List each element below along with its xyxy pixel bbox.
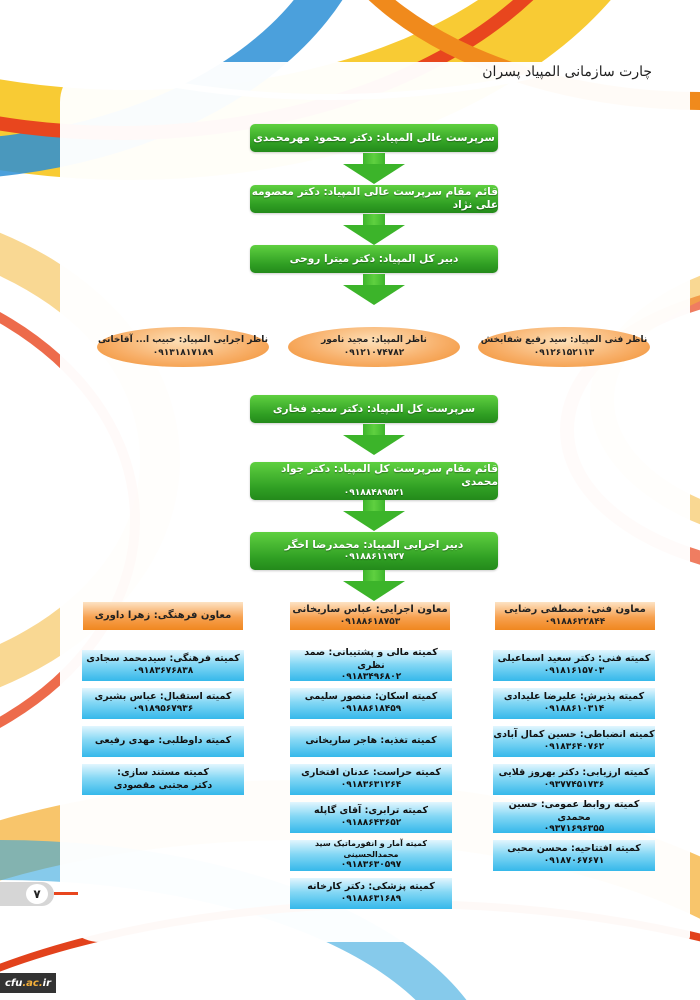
committee-phone: ۰۹۱۸۹۵۶۷۹۳۶ xyxy=(132,703,194,714)
node-label: دبیر اجرایی المپیاد: محمدرضا اخگر xyxy=(284,539,464,552)
committee-phone: ۰۹۱۸۸۶۳۱۶۸۹ xyxy=(340,893,402,904)
committee-label: کمیته فنی: دکتر سعید اسماعیلی xyxy=(497,653,651,665)
arrow-down-icon xyxy=(343,214,405,245)
committee-label: کمیته اسکان: منصور سلیمی xyxy=(304,691,438,703)
committee-box: کمیته مستند سازی:دکتر مجتبی مقصودی xyxy=(82,764,244,795)
arrow-down-icon xyxy=(343,274,405,305)
node-label: سرپرست عالی المپیاد: دکتر محمود مهرمحمدی xyxy=(253,131,495,144)
committee-person: دکتر مجتبی مقصودی xyxy=(113,779,213,791)
committee-phone: ۰۹۱۸۷۰۶۷۶۷۱ xyxy=(543,855,605,866)
arrow-down-icon xyxy=(343,424,405,455)
committee-label: کمیته پزشکی: دکتر کارخانه xyxy=(307,881,435,893)
committee-label: کمیته ترابری: آقای گاپله xyxy=(313,805,429,817)
node-executive-supervisor: ناظر اجرایی المپیاد: حبیب ا... آقاخانی ۰… xyxy=(97,327,269,367)
node-label: قائم مقام سرپرست عالی المپیاد: دکتر معصو… xyxy=(251,186,498,211)
node-cultural-deputy: معاون فرهنگی: زهرا داوری xyxy=(83,602,243,630)
committee-label: کمیته ارزیابی: دکتر بهروز قلایی xyxy=(498,767,650,779)
node-label: ناظر المپیاد: مجید نامور xyxy=(321,334,427,345)
node-deputy-general-supervisor: قائم مقام سرپرست کل المپیاد: دکتر جواد م… xyxy=(250,462,498,500)
node-label: معاون اجرایی: عباس ساریخانی xyxy=(292,604,448,616)
node-label: ناظر فنی المپیاد: سید رفیع شفابخش xyxy=(480,334,648,345)
committee-label: کمیته پذیرش: علیرضا علیدادی xyxy=(503,691,645,703)
committee-phone: ۰۹۱۸۳۴۹۶۸۰۲ xyxy=(340,672,402,682)
node-label: دبیر کل المپیاد: دکتر میترا روحی xyxy=(289,252,459,265)
node-phone: ۰۹۱۸۸۶۱۱۹۲۷ xyxy=(343,551,405,562)
node-supervisor: ناظر المپیاد: مجید نامور ۰۹۱۲۱۰۷۴۷۸۲ xyxy=(288,327,460,367)
node-deputy-high-supervisor: قائم مقام سرپرست عالی المپیاد: دکتر معصو… xyxy=(250,185,498,213)
node-phone: ۰۹۱۸۸۴۸۹۵۲۱ xyxy=(343,488,405,499)
committee-label: کمیته فرهنگی: سیدمحمد سجادی xyxy=(86,653,240,665)
committee-label: کمیته مالی و پشتیبانی: صمد نظری xyxy=(304,647,438,671)
node-label: ناظر اجرایی المپیاد: حبیب ا... آقاخانی xyxy=(97,334,269,345)
node-phone: ۰۹۱۸۸۶۲۲۸۴۴ xyxy=(544,616,606,627)
committee-label: کمیته حراست: عدنان افتخاری xyxy=(301,767,441,779)
committee-phone: ۰۹۳۷۷۴۵۱۷۳۶ xyxy=(543,779,605,790)
committee-phone: ۰۹۱۸۳۶۷۶۸۳۸ xyxy=(132,665,194,676)
site-logo: cfu.ac.ir xyxy=(0,973,56,993)
committee-label: کمیته مستند سازی: xyxy=(117,767,209,779)
committee-phone: ۰۹۱۸۸۶۴۳۶۵۲ xyxy=(340,817,402,828)
logo-text: ir xyxy=(42,977,52,989)
committee-box: کمیته داوطلبی: مهدی رفیعی xyxy=(82,726,244,757)
node-executive-secretary: دبیر اجرایی المپیاد: محمدرضا اخگر ۰۹۱۸۸۶… xyxy=(250,532,498,570)
committee-phone: ۰۹۱۸۸۶۱۰۳۱۴ xyxy=(543,703,605,714)
node-phone: ۰۹۱۸۸۶۱۸۷۵۳ xyxy=(339,616,401,627)
node-secretary-general: دبیر کل المپیاد: دکتر میترا روحی xyxy=(250,245,498,273)
node-technical-deputy: معاون فنی: مصطفی رضایی ۰۹۱۸۸۶۲۲۸۴۴ xyxy=(495,602,655,630)
node-label: سرپرست کل المپیاد: دکتر سعید فخاری xyxy=(272,402,476,415)
committee-label: کمیته تغذیه: هاجر ساریخانی xyxy=(305,735,437,747)
committee-label: کمیته داوطلبی: مهدی رفیعی xyxy=(94,735,232,747)
committee-phone: ۰۹۱۸۸۶۱۸۴۵۹ xyxy=(340,703,402,714)
committee-label: کمیته روابط عمومی: حسین محمدی xyxy=(508,799,640,823)
node-phone: ۰۹۱۳۱۸۱۷۱۸۹ xyxy=(152,348,214,358)
node-label: معاون فنی: مصطفی رضایی xyxy=(504,604,646,616)
logo-text: cfu xyxy=(4,977,23,989)
node-label: معاون فرهنگی: زهرا داوری xyxy=(94,609,232,621)
node-phone: ۰۹۱۲۶۱۵۲۱۱۳ xyxy=(533,348,595,358)
committee-label: کمیته آمار و انفورماتیک سید محمدالحسینی xyxy=(314,839,428,859)
committee-label: کمیته انضباطی: حسین کمال آبادی xyxy=(493,729,655,741)
committee-label: کمیته استقبال: عباس بشیری xyxy=(94,691,232,703)
node-olympiad-high-supervisor: سرپرست عالی المپیاد: دکتر محمود مهرمحمدی xyxy=(250,124,498,152)
committee-box: کمیته تغذیه: هاجر ساریخانی xyxy=(290,726,452,757)
committee-phone: ۰۹۱۸۳۶۳۱۲۶۴ xyxy=(340,779,402,790)
node-executive-deputy: معاون اجرایی: عباس ساریخانی ۰۹۱۸۸۶۱۸۷۵۳ xyxy=(290,602,450,630)
committee-phone: ۰۹۱۸۳۶۳۰۵۹۷ xyxy=(340,860,402,871)
page-title: چارت سازمانی المپیاد پسران xyxy=(482,64,652,80)
arrow-down-icon xyxy=(343,570,405,601)
logo-text: .ac. xyxy=(22,977,43,989)
page-number: ۷ xyxy=(26,884,48,904)
committee-label: کمیته افتتاحیه: محسن محبی xyxy=(507,843,641,855)
committee-phone: ۰۹۱۸۱۶۱۵۷۰۳ xyxy=(543,665,605,676)
arrow-down-icon xyxy=(343,153,405,184)
node-general-supervisor: سرپرست کل المپیاد: دکتر سعید فخاری xyxy=(250,395,498,423)
node-technical-supervisor: ناظر فنی المپیاد: سید رفیع شفابخش ۰۹۱۲۶۱… xyxy=(478,327,650,367)
committee-phone: ۰۹۱۸۳۶۴۰۷۶۲ xyxy=(543,741,605,752)
node-label: قائم مقام سرپرست کل المپیاد: دکتر جواد م… xyxy=(280,463,498,488)
committee-phone: ۰۹۳۷۱۶۹۶۳۵۵ xyxy=(543,824,605,834)
node-phone: ۰۹۱۲۱۰۷۴۷۸۲ xyxy=(343,348,405,358)
page-number-tab: ۷ xyxy=(0,882,78,906)
arrow-down-icon xyxy=(343,500,405,531)
